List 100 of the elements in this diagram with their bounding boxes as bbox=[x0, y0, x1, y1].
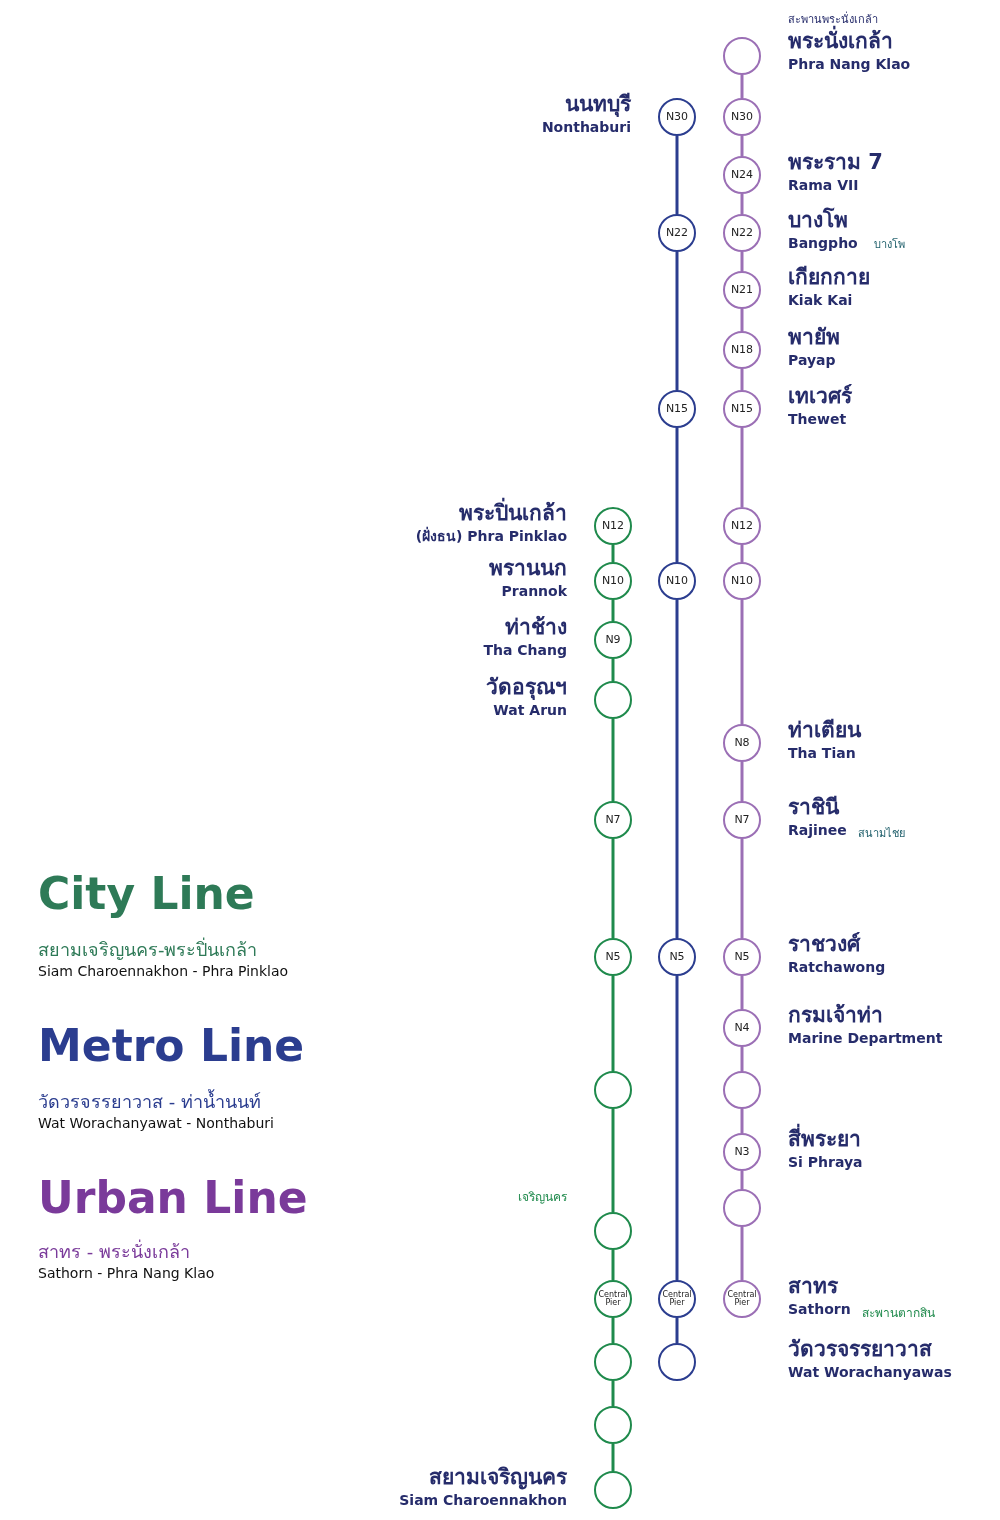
station-name: Tha Chang bbox=[483, 641, 567, 660]
station-circle: N18 bbox=[723, 331, 761, 369]
station-name: เทเวศร์ bbox=[788, 383, 852, 409]
line-name: Metro Line bbox=[38, 1020, 305, 1071]
route-line bbox=[740, 1227, 744, 1280]
interchange-label: บางโพ bbox=[874, 237, 905, 253]
line-name: Urban Line bbox=[38, 1172, 308, 1223]
station-name: Wat Arun bbox=[492, 701, 567, 720]
route-line bbox=[611, 1109, 615, 1212]
station-name: ราชินี bbox=[788, 794, 841, 820]
station-name: Ratchawong bbox=[788, 958, 886, 977]
route-line bbox=[740, 75, 744, 98]
station-circle: N10 bbox=[723, 562, 761, 600]
route-line bbox=[740, 428, 744, 507]
route-line bbox=[740, 309, 744, 331]
station-circle: N5 bbox=[723, 938, 761, 976]
station-name: สาทร bbox=[788, 1273, 839, 1299]
station-circle: N12 bbox=[723, 507, 761, 545]
station-circle: N3 bbox=[723, 1133, 761, 1171]
station-circle: N22 bbox=[658, 214, 696, 252]
route-text: Sathorn - Phra Nang Klao bbox=[38, 1265, 215, 1281]
station-circle: N8 bbox=[723, 724, 761, 762]
station-name: Bangpho bbox=[788, 234, 858, 253]
station-circle: N15 bbox=[658, 390, 696, 428]
route-line bbox=[611, 976, 615, 1071]
station-circle: N15 bbox=[723, 390, 761, 428]
station-name: ท่าช้าง bbox=[504, 614, 567, 640]
station-circle bbox=[594, 1406, 632, 1444]
route-line bbox=[611, 600, 615, 621]
route-line bbox=[740, 976, 744, 1009]
station-name: สยามเจริญนคร bbox=[428, 1464, 567, 1490]
station-circle bbox=[594, 1343, 632, 1381]
route-text: Wat Worachanyawat - Nonthaburi bbox=[38, 1115, 274, 1131]
route-line bbox=[740, 839, 744, 938]
station-circle: N12 bbox=[594, 507, 632, 545]
route-text: วัดวรจรรยาวาส - ท่าน้ำนนท์ bbox=[38, 1088, 261, 1114]
route-line bbox=[611, 659, 615, 681]
route-line bbox=[740, 136, 744, 156]
station-circle bbox=[723, 37, 761, 75]
station-name: บางโพ bbox=[788, 207, 849, 233]
route-line bbox=[675, 136, 679, 214]
station-name: วัดอรุณฯ bbox=[486, 674, 567, 700]
station-name: Rama VII bbox=[788, 176, 860, 195]
station-circle bbox=[594, 1212, 632, 1250]
route-line bbox=[611, 719, 615, 801]
route-text: สาทร - พระนั่งเกล้า bbox=[38, 1238, 190, 1264]
station-circle: N7 bbox=[723, 801, 761, 839]
station-name: พระราม 7 bbox=[788, 149, 883, 175]
route-line bbox=[740, 1171, 744, 1189]
station-name: Nonthaburi bbox=[541, 118, 631, 137]
station-circle: N10 bbox=[658, 562, 696, 600]
station-name: Payap bbox=[788, 351, 837, 370]
station-circle bbox=[723, 1189, 761, 1227]
interchange-label: เจริญนคร bbox=[518, 1189, 567, 1206]
route-line bbox=[675, 252, 679, 390]
station-circle bbox=[594, 1471, 632, 1509]
interchange-label: สนามไชย bbox=[858, 826, 905, 842]
station-circle: N10 bbox=[594, 562, 632, 600]
route-line bbox=[740, 762, 744, 801]
station-name: Thewet bbox=[788, 410, 848, 429]
station-name: นนทบุรี bbox=[564, 91, 631, 117]
interchange-label: สะพานพระนั่งเกล้า bbox=[788, 12, 878, 26]
station-circle: N24 bbox=[723, 156, 761, 194]
route-line bbox=[675, 428, 679, 562]
station-name: Prannok bbox=[500, 582, 567, 601]
station-circle: N7 bbox=[594, 801, 632, 839]
station-name: Phra Nang Klao bbox=[788, 55, 911, 74]
station-circle: N30 bbox=[658, 98, 696, 136]
route-line bbox=[611, 1318, 615, 1343]
route-line bbox=[740, 194, 744, 214]
station-name: Kiak Kai bbox=[788, 291, 854, 310]
route-line bbox=[740, 369, 744, 390]
station-name: พายัพ bbox=[788, 324, 840, 350]
station-circle: N5 bbox=[658, 938, 696, 976]
line-name: City Line bbox=[38, 868, 255, 919]
station-name: Wat Worachanyawas bbox=[788, 1363, 952, 1382]
station-circle: N4 bbox=[723, 1009, 761, 1047]
station-circle bbox=[658, 1343, 696, 1381]
route-line bbox=[675, 1318, 679, 1343]
station-circle: N30 bbox=[723, 98, 761, 136]
station-name: Siam Charoennakhon bbox=[399, 1491, 567, 1510]
station-circle: Central Pier bbox=[594, 1280, 632, 1318]
route-line bbox=[740, 252, 744, 271]
station-circle: N9 bbox=[594, 621, 632, 659]
route-text: Siam Charoennakhon - Phra Pinklao bbox=[38, 963, 289, 979]
station-name: Rajinee bbox=[788, 821, 847, 840]
route-line bbox=[611, 1381, 615, 1406]
station-name: Si Phraya bbox=[788, 1153, 863, 1172]
station-circle bbox=[723, 1071, 761, 1109]
station-name: วัดวรจรรยาวาส bbox=[788, 1336, 933, 1362]
station-circle: N5 bbox=[594, 938, 632, 976]
station-name: Sathorn bbox=[788, 1300, 851, 1319]
interchange-label: สะพานตากสิน bbox=[862, 1305, 935, 1322]
station-name: ราชวงศ์ bbox=[788, 931, 862, 957]
route-line bbox=[611, 1444, 615, 1471]
route-line bbox=[675, 600, 679, 938]
station-circle: Central Pier bbox=[658, 1280, 696, 1318]
station-name: ท่าเตียน bbox=[788, 717, 861, 743]
route-line bbox=[611, 545, 615, 562]
station-name: Tha Tian bbox=[788, 744, 857, 763]
